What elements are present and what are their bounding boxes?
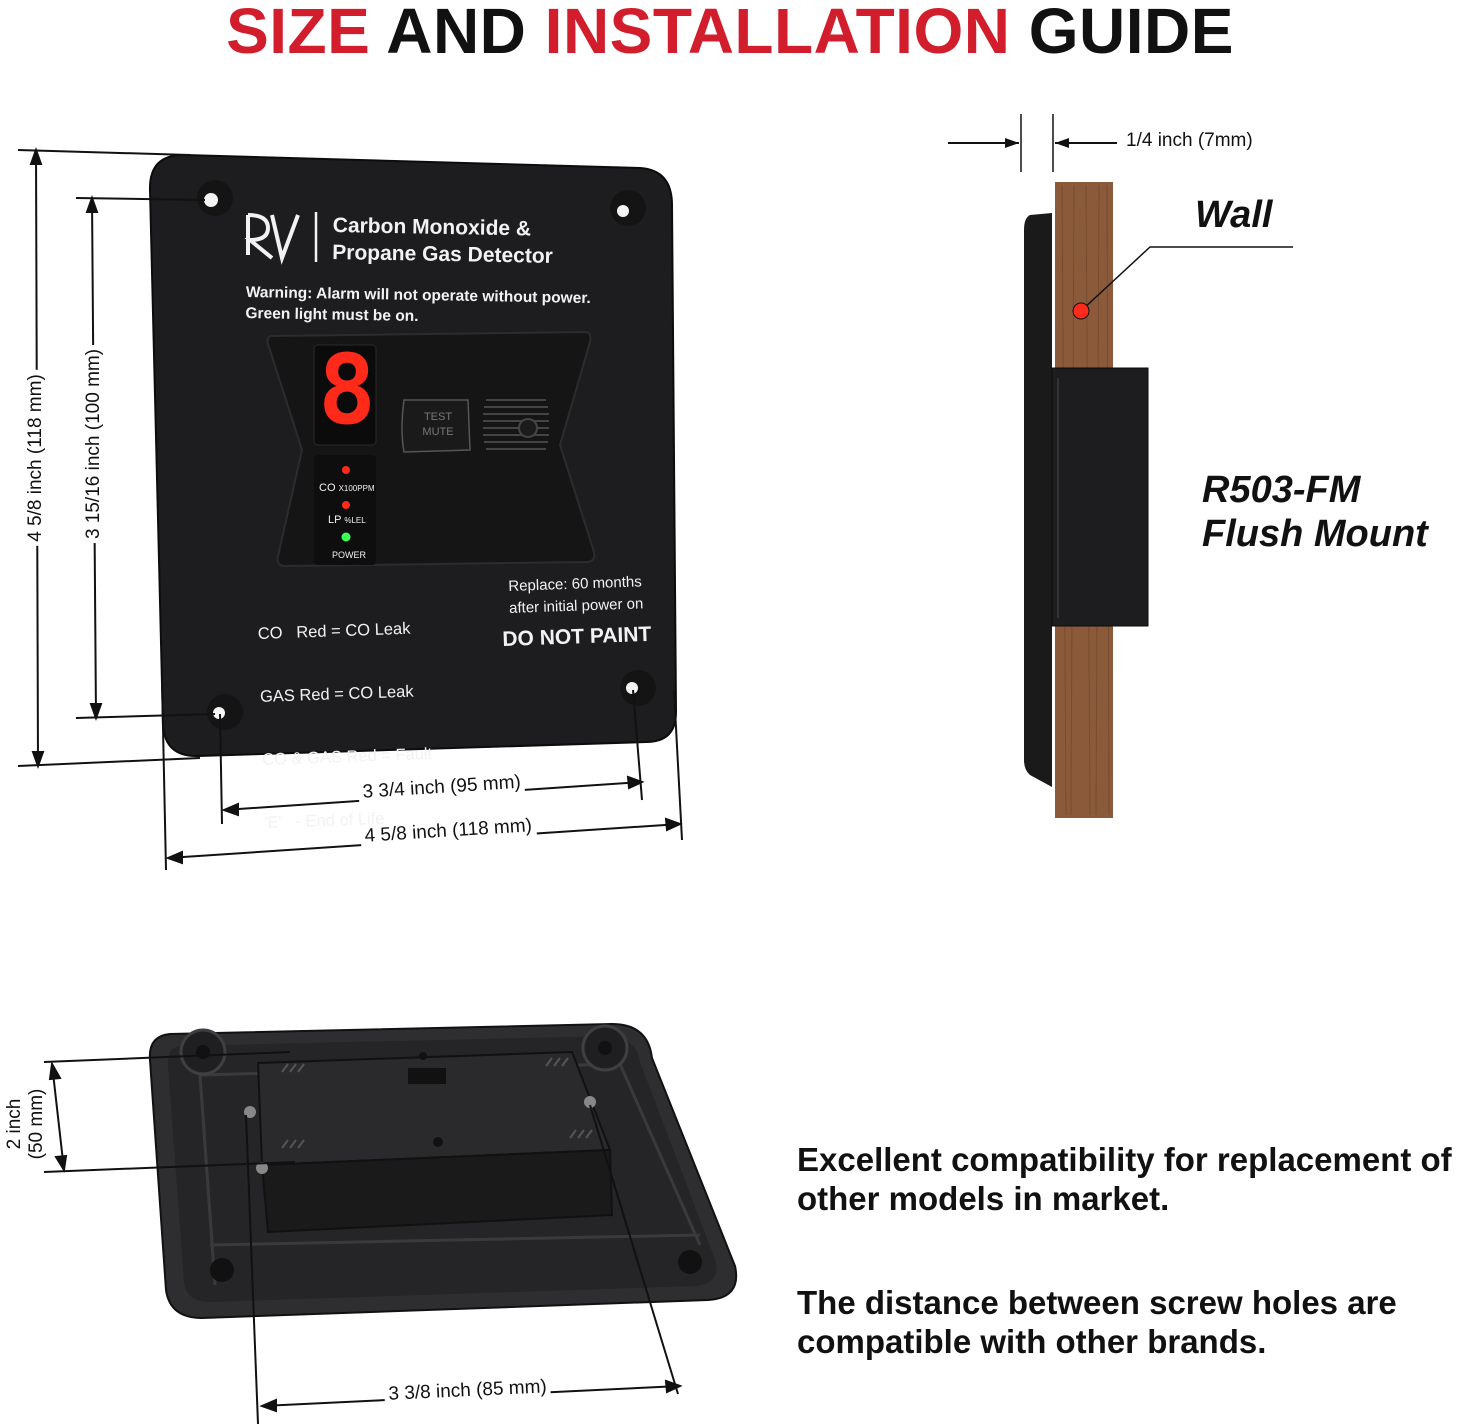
mount-type: Flush Mount (1202, 513, 1428, 555)
detector-side-body (1051, 367, 1149, 627)
replace-text: Replace: 60 months after initial power o… (508, 571, 644, 620)
dim-outer-height: 4 5/8 inch (118 mm) (25, 370, 47, 546)
led-lp-name: LP (328, 514, 342, 526)
product-name-line2: Propane Gas Detector (332, 240, 554, 268)
back-housing-front (260, 1148, 614, 1234)
compat-note-2-line1: The distance between screw holes are (797, 1284, 1397, 1321)
page-title: SIZE AND INSTALLATION GUIDE (0, 0, 1460, 68)
front-detector (148, 153, 678, 758)
test-label: TEST (423, 411, 453, 423)
compat-note-1: Excellent compatibility for replacement … (797, 1140, 1452, 1218)
compat-note-1-line2: other models in market. (797, 1180, 1170, 1217)
display-digit: 8 (318, 334, 376, 446)
title-part-size: SIZE (226, 0, 371, 67)
detector-side-face (1024, 213, 1052, 787)
compat-note-2-line2: compatible with other brands. (797, 1323, 1267, 1360)
led-power-green (341, 532, 351, 542)
dim-hole-height: 3 15/16 inch (100 mm) (83, 344, 105, 544)
digit-display (313, 344, 377, 446)
screw-hole-tr (610, 190, 646, 226)
wall-marker-dot (1072, 302, 1090, 320)
legend-line: GAS Red = CO Leak (259, 682, 414, 706)
speaker-grille (483, 399, 549, 450)
model-label: R503-FM Flush Mount (1202, 468, 1428, 556)
test-mute-button[interactable] (401, 399, 471, 453)
warning-text: Warning: Alarm will not operate without … (245, 282, 591, 330)
wall-label: Wall (1195, 194, 1273, 236)
compat-note-1-line1: Excellent compatibility for replacement … (797, 1141, 1452, 1178)
back-detector (148, 1022, 738, 1320)
mute-label: MUTE (422, 426, 454, 438)
model-number: R503-FM (1202, 469, 1361, 511)
back-screw-left-bottom (256, 1162, 268, 1174)
replace-line2: after initial power on (508, 595, 644, 617)
product-name: Carbon Monoxide & Propane Gas Detector (332, 212, 553, 270)
led-lp-label: LP %LEL (328, 514, 366, 526)
screw-hole-bl (207, 694, 243, 730)
screw-hole-tl (197, 180, 233, 216)
legend-line: CO Red = CO Leak (257, 619, 411, 643)
led-strip (314, 455, 376, 565)
brand-logo (244, 212, 318, 265)
compat-note-2: The distance between screw holes are com… (797, 1283, 1397, 1361)
back-screw-hole-bl (210, 1258, 234, 1282)
led-lp-red (342, 501, 350, 509)
led-co-unit: X100PPM (338, 484, 375, 493)
back-screw-right (584, 1096, 596, 1108)
led-power-label: POWER (332, 550, 367, 560)
screw-hole-br (620, 670, 656, 706)
led-co-name: CO (319, 482, 336, 494)
title-part-and: AND (386, 0, 527, 67)
back-screw-hole-br (678, 1250, 702, 1274)
test-mute-label: TEST MUTE (408, 410, 468, 440)
dim-back-depth-line1: 2 inch (4, 1098, 25, 1150)
side-view (948, 114, 1293, 818)
title-part-installation: INSTALLATION (544, 0, 1011, 67)
back-dimensions (43, 1051, 683, 1425)
legend-line: CO & GAS Red = Fault (261, 744, 433, 769)
dim-depth: 1/4 inch (7mm) (1122, 130, 1257, 152)
dim-back-depth: 2 inch (50 mm) (4, 1089, 48, 1160)
product-name-line1: Carbon Monoxide & (332, 213, 532, 241)
led-co-label: CO X100PPM (319, 482, 375, 494)
led-co-red (342, 466, 350, 474)
led-lp-unit: %LEL (344, 516, 366, 525)
title-part-guide: GUIDE (1028, 0, 1234, 67)
dim-back-depth-line2: (50 mm) (26, 1088, 47, 1160)
legend-text: CO Red = CO Leak GAS Red = CO Leak CO & … (256, 576, 436, 855)
